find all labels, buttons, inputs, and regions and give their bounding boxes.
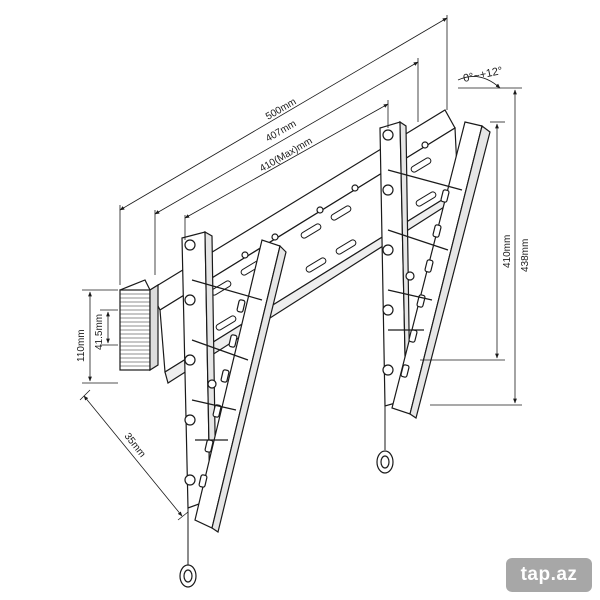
label-500mm: 500mm [264,96,298,122]
label-110mm: 110mm [76,329,87,362]
label-tilt-angle: 0°~+12° [462,65,504,85]
label-410max-mm: 410(Max)mm [258,136,315,175]
label-41-5mm: 41.5mm [94,314,105,350]
left-arm [179,230,287,588]
label-410mm: 410mm [502,235,513,268]
wall-spacer [119,279,159,372]
watermark-logo: tap.az [506,558,592,592]
label-438mm: 438mm [520,239,531,272]
label-35mm: 35mm [122,431,148,460]
dimension-lines [79,15,522,521]
